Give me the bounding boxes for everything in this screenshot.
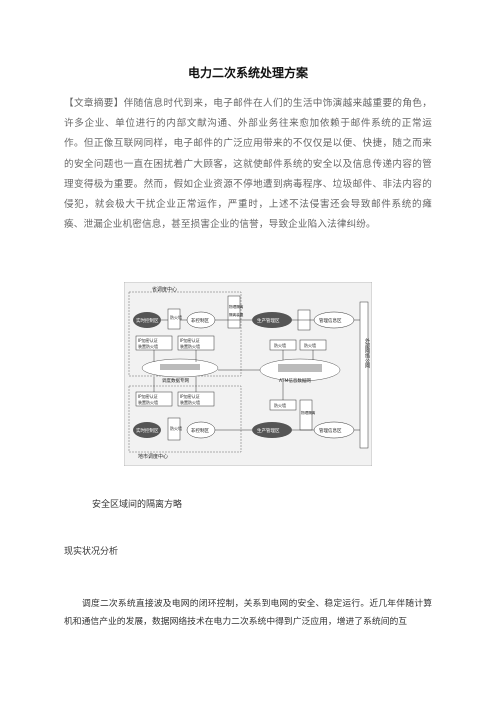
ip-device-top-l2: 装置防火墙 [138, 343, 158, 349]
figure-caption: 安全区域间的隔离方略 [92, 500, 183, 510]
firewall-right-top-2: 防火墙 [304, 342, 316, 348]
ip-device-top-r1: IP加密认证 [180, 337, 200, 343]
real-time-label-top: 实时控制区 [136, 317, 159, 324]
ip-device-bot-l1: IP加密认证 [138, 393, 158, 399]
ip-device-bot-r1: IP加密认证 [180, 393, 200, 399]
non-ctrl-label-bot: 非控制区 [191, 427, 209, 434]
diagram-svg: 省调度中心 实时控制区 防火墙 非控制区 IP加密认证 装置防火墙 IP加密认证… [123, 281, 373, 467]
body-paragraph: 调度二次系统直接波及电网的闭环控制，关系到电网的安全、稳定运行。近几年伴随计算机… [64, 599, 432, 627]
ip-device-bot-r2: 装置防火墙 [180, 399, 200, 405]
dispatch-net-label: 调度数据专网 [162, 377, 189, 384]
real-time-label-bot: 实时控制区 [136, 427, 159, 434]
abstract-paragraph: 【文章摘要】伴随信息时代到来，电子邮件在人们的生活中饰演越来越重要的角色，许多企… [64, 98, 432, 231]
ip-device-bot-l2: 装置防火墙 [138, 399, 158, 405]
ip-device-top-r2: 装置防火墙 [180, 343, 200, 349]
firewall-right-bot-1: 防火墙 [274, 402, 286, 408]
top-center-label: 省调度中心 [152, 286, 177, 293]
prod-mgmt-top: 生产管理区 [257, 317, 280, 324]
non-ctrl-label-top: 非控制区 [191, 317, 209, 324]
ip-device-top-l1: IP加密认证 [138, 337, 158, 343]
network-isolation-diagram: 省调度中心 实时控制区 防火墙 非控制区 IP加密认证 装置防火墙 IP加密认证… [123, 281, 373, 467]
section-heading: 现实状况分析 [64, 547, 119, 557]
mgmt-info-top: 管理信息区 [319, 317, 342, 324]
bottom-center-label: 地市调度中心 [138, 453, 168, 460]
real-time-zone-top [133, 312, 161, 328]
prod-mgmt-bot: 生产管理区 [257, 427, 280, 434]
firewall-bot-left: 防火墙 [170, 425, 182, 431]
phys-isolation-device-top: 隔离装置 [229, 312, 244, 317]
external-net-label: 外部网络公网 [364, 338, 370, 368]
phys-isolation-top: 物理隔离 [229, 304, 244, 309]
firewall-right-top-1: 防火墙 [274, 342, 286, 348]
atm-net-label: ATM信息数据网 [279, 377, 311, 384]
mgmt-info-bot: 管理信息区 [319, 427, 342, 434]
firewall-top-left: 防火墙 [170, 314, 182, 320]
doc-title: 电力二次系统处理方案 [187, 66, 308, 80]
phys-isolation-bot: 物理隔离 [301, 410, 316, 415]
